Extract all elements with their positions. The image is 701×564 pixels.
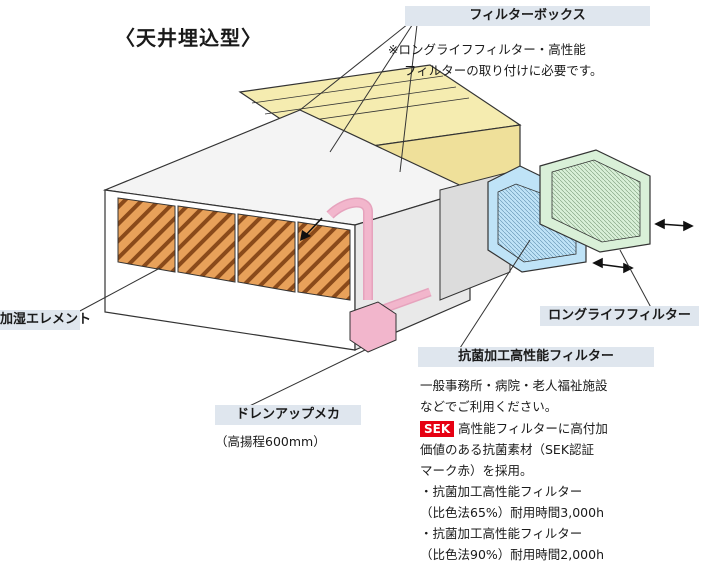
desc-line-3-text: 高性能フィルターに高付加 [458, 421, 608, 436]
desc-line-8: ・抗菌加工高性能フィルター [420, 526, 583, 541]
filter-box-note-1: ※ロングライフフィルター・高性能 [388, 42, 586, 57]
page-title: 〈天井埋込型〉 [115, 26, 262, 50]
sek-badge: SEK [420, 421, 455, 437]
humidifier-label: 加湿エレメント [0, 310, 91, 330]
long-life-filter-label: ロングライフフィルター [540, 306, 699, 326]
drain-up-note: （高揚程600mm） [215, 434, 326, 449]
desc-line-9: （比色法90%）耐用時間2,000h [420, 547, 604, 562]
desc-line-2: などでご利用ください。 [420, 399, 558, 414]
long-life-filter-shape [539, 149, 651, 253]
drain-up-label: ドレンアップメカ [215, 405, 361, 425]
desc-line-7: （比色法65%）耐用時間3,000h [420, 505, 604, 520]
antibac-filter-label: 抗菌加工高性能フィルター [418, 347, 654, 367]
drain-pipe [326, 197, 432, 353]
desc-line-4: 価値のある抗菌素材（SEK認証 [420, 442, 595, 457]
humidifier-element [117, 197, 351, 301]
desc-line-5: マーク赤）を採用。 [420, 463, 533, 478]
desc-line-1: 一般事務所・病院・老人福祉施設 [420, 378, 608, 393]
pointer-arrow [300, 217, 323, 241]
filter-box-note-2: フィルターの取り付けに必要です。 [404, 63, 603, 78]
desc-line-6: ・抗菌加工高性能フィルター [420, 484, 583, 499]
slide-arrows [592, 218, 694, 274]
leader-lines [77, 15, 656, 414]
filter-box-label: フィルターボックス [405, 6, 650, 26]
